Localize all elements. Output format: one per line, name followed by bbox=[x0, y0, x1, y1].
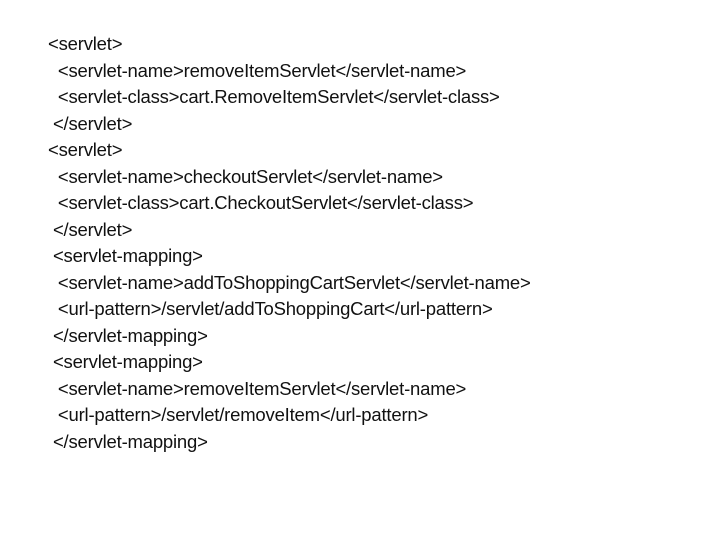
code-line: <servlet-mapping> bbox=[48, 351, 203, 372]
code-line: <servlet> bbox=[48, 33, 123, 54]
code-line: <servlet-name>removeItemServlet</servlet… bbox=[48, 59, 467, 81]
code-line: <servlet-name>addToShoppingCartServlet</… bbox=[48, 271, 531, 293]
code-line: <servlet-name>checkoutServlet</servlet-n… bbox=[48, 165, 443, 187]
code-line: <servlet-class>cart.RemoveItemServlet</s… bbox=[48, 86, 500, 107]
code-line: <servlet-mapping> bbox=[48, 245, 203, 266]
code-line: </servlet> bbox=[48, 112, 133, 134]
code-line: </servlet> bbox=[48, 218, 133, 240]
code-line: <servlet-class>cart.CheckoutServlet</ser… bbox=[48, 192, 474, 213]
code-line: </servlet-mapping> bbox=[48, 324, 208, 346]
code-line: <servlet> bbox=[48, 139, 123, 160]
code-line: <servlet-name>removeItemServlet</servlet… bbox=[48, 377, 467, 399]
code-line: <url-pattern>/servlet/addToShoppingCart<… bbox=[48, 298, 493, 319]
code-line: </servlet-mapping> bbox=[48, 430, 208, 452]
code-line: <url-pattern>/servlet/removeItem</url-pa… bbox=[48, 404, 429, 425]
xml-code-block: <servlet> <servlet-name>removeItemServle… bbox=[48, 31, 710, 455]
